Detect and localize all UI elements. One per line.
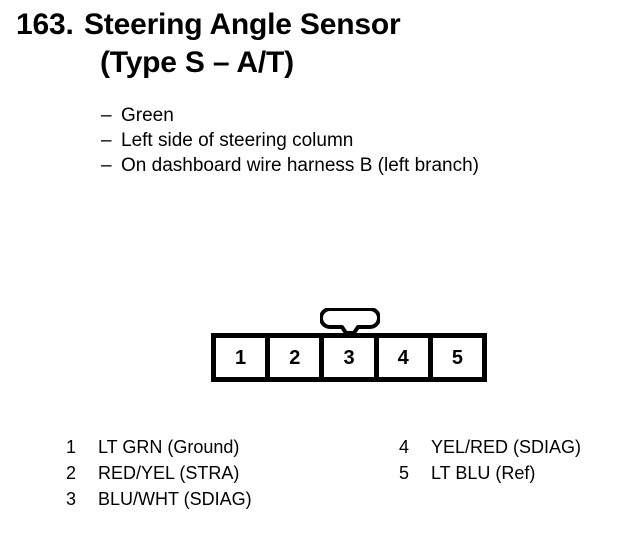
section-number: 163. xyxy=(16,8,74,41)
legend-row: 5 LT BLU (Ref) xyxy=(399,460,581,486)
connector-diagram: 1 2 3 4 5 xyxy=(211,308,487,384)
spec-list: – Green – Left side of steering column –… xyxy=(101,103,631,178)
spec-item-location: – Left side of steering column xyxy=(101,128,631,153)
spec-item-label: Left side of steering column xyxy=(121,130,354,151)
pin-number: 2 xyxy=(289,346,301,369)
legend-row: 2 RED/YEL (STRA) xyxy=(66,460,252,486)
title-first-line: 163. Steering Angle Sensor xyxy=(16,6,624,44)
pin-number: 1 xyxy=(235,346,247,369)
connector-pin-2: 2 xyxy=(270,338,325,377)
dash-bullet-icon: – xyxy=(101,105,112,126)
legend-pin-number: 4 xyxy=(399,437,410,457)
connector-pin-1: 1 xyxy=(216,338,271,377)
section-title: Steering Angle Sensor xyxy=(84,8,401,41)
legend-pin-label: BLU/WHT (SDIAG) xyxy=(98,489,252,509)
spec-item-label: On dashboard wire harness B (left branch… xyxy=(121,155,480,176)
legend-pin-number: 2 xyxy=(66,463,77,483)
page-title: 163. Steering Angle Sensor (Type S – A/T… xyxy=(16,6,624,82)
pin-legend-right-column: 4 YEL/RED (SDIAG) 5 LT BLU (Ref) xyxy=(399,434,581,486)
legend-pin-label: YEL/RED (SDIAG) xyxy=(431,437,582,457)
pin-legend-left-column: 1 LT GRN (Ground) 2 RED/YEL (STRA) 3 BLU… xyxy=(66,434,252,512)
legend-pin-number: 1 xyxy=(66,437,77,457)
spec-item-color: – Green xyxy=(101,103,631,128)
legend-row: 3 BLU/WHT (SDIAG) xyxy=(66,486,252,512)
spec-item-label: Green xyxy=(121,105,174,126)
connector-housing: 1 2 3 4 5 xyxy=(211,333,487,382)
connector-pin-3: 3 xyxy=(324,338,379,377)
legend-pin-label: RED/YEL (STRA) xyxy=(98,463,240,483)
connector-pin-4: 4 xyxy=(378,338,433,377)
dash-bullet-icon: – xyxy=(101,155,112,176)
legend-pin-label: LT BLU (Ref) xyxy=(431,463,536,483)
legend-pin-number: 3 xyxy=(66,489,77,509)
dash-bullet-icon: – xyxy=(101,130,112,151)
legend-pin-number: 5 xyxy=(399,463,410,483)
spec-item-harness: – On dashboard wire harness B (left bran… xyxy=(101,153,631,178)
pin-number: 4 xyxy=(397,346,409,369)
legend-row: 4 YEL/RED (SDIAG) xyxy=(399,434,581,460)
latch-tab-icon xyxy=(320,308,380,334)
pin-number: 5 xyxy=(451,346,463,369)
connector-pin-5: 5 xyxy=(432,338,483,377)
legend-row: 1 LT GRN (Ground) xyxy=(66,434,252,460)
legend-pin-label: LT GRN (Ground) xyxy=(98,437,240,457)
section-subtitle: (Type S – A/T) xyxy=(100,46,294,79)
pin-number: 3 xyxy=(343,346,355,369)
